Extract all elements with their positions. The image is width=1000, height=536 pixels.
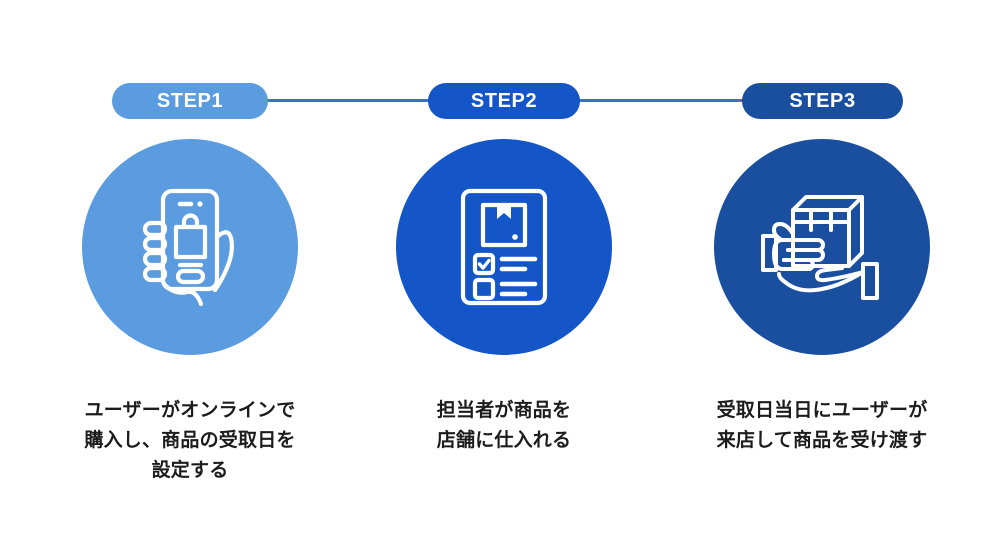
step-caption-3: 受取日当日にユーザーが 来店して商品を受け渡す: [716, 400, 928, 451]
step-circle-2: [396, 139, 612, 355]
step-caption-1: ユーザーがオンラインで 購入し、商品の受取日を 設定する: [84, 400, 296, 481]
hand-holding-smartphone-shopping-bag-icon: [131, 185, 249, 309]
connector-step1-step2: [258, 99, 438, 102]
step-circle-3: [714, 139, 930, 355]
step-caption-2: 担当者が商品を 店舗に仕入れる: [436, 400, 572, 451]
connector-step2-step3: [570, 99, 752, 102]
checklist-document-package-icon: [445, 185, 563, 309]
step-circle-1: [82, 139, 298, 355]
step-badge-3[interactable]: STEP3: [742, 83, 903, 119]
step-badge-1[interactable]: STEP1: [112, 83, 268, 119]
step-badge-2[interactable]: STEP2: [428, 83, 580, 119]
hands-exchanging-package-icon: [759, 188, 885, 306]
